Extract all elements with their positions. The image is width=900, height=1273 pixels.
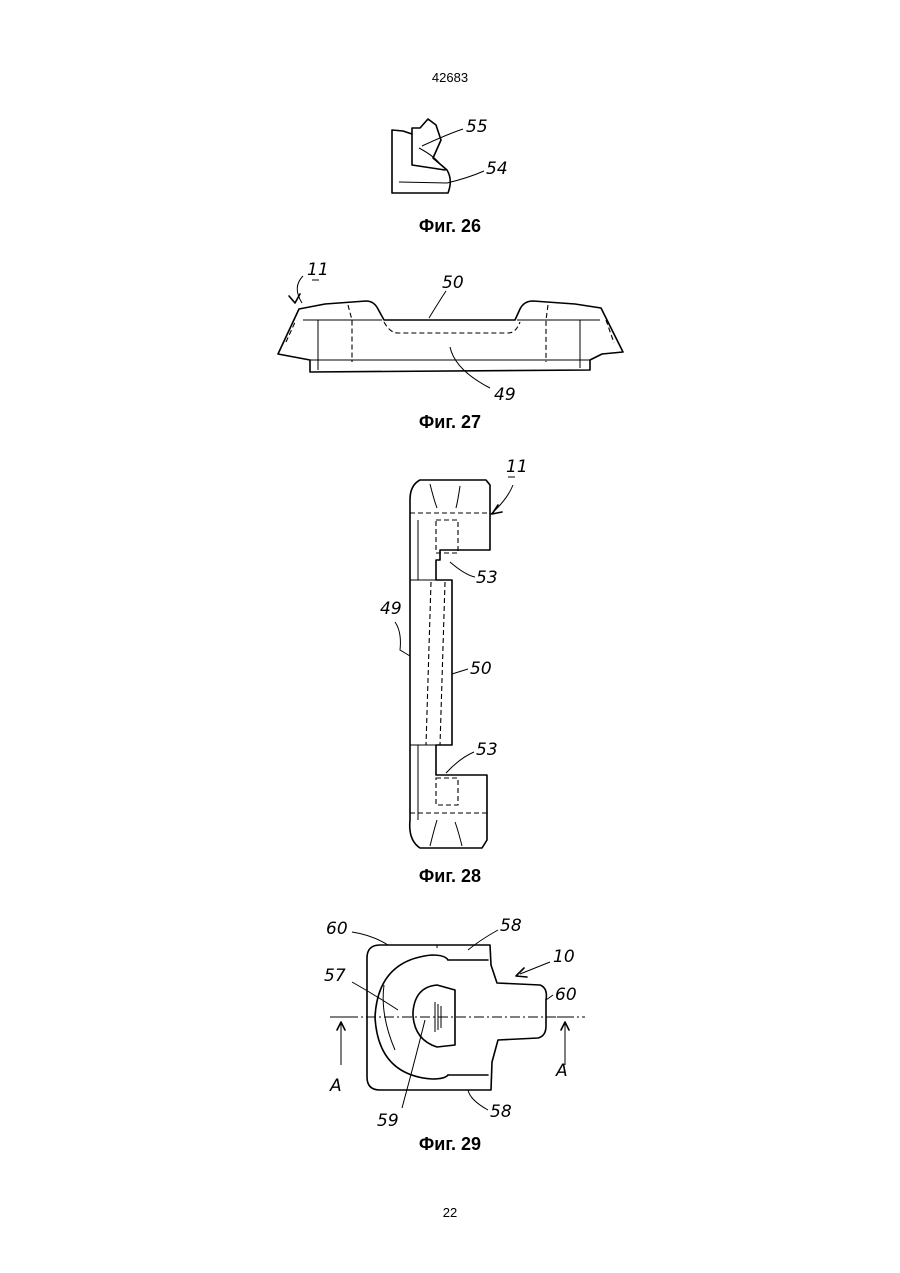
figure-29-ref-a-left: A [329,1076,342,1096]
figure-28-ref-49: 49 [380,599,402,619]
figure-28-caption: Фиг. 28 [0,866,900,887]
figure-27-drawing: 50 49 11 [278,260,623,405]
figure-27-ref-50: 50 [442,273,464,293]
figure-27-ref-11: 11 [307,260,329,280]
figure-28-ref-50: 50 [470,659,492,679]
figure-29-drawing: 60 58 10 57 60 A A 59 58 [324,916,585,1131]
figure-29-ref-10: 10 [553,947,575,967]
figure-27-ref-49: 49 [494,385,516,405]
figure-29-ref-a-right: A [555,1061,568,1081]
figure-26-caption: Фиг. 26 [0,216,900,237]
figure-28-ref-11: 11 [506,457,528,477]
figure-29-ref-57: 57 [324,966,346,986]
figure-28-ref-53-bottom: 53 [476,740,498,760]
figure-29-caption: Фиг. 29 [0,1134,900,1155]
figure-29-ref-59: 59 [377,1111,399,1131]
figure-26-drawing: 55 54 [392,117,508,193]
figure-29-ref-58-top: 58 [500,916,522,936]
figure-26-ref-55: 55 [466,117,488,137]
figure-26-ref-54: 54 [486,159,508,179]
figure-29-ref-58-bottom: 58 [490,1102,512,1122]
figure-29-ref-60-right: 60 [555,985,577,1005]
page-number-footer: 22 [0,1205,900,1220]
figure-27-caption: Фиг. 27 [0,412,900,433]
figure-28-drawing: 11 53 49 50 53 [380,457,528,848]
figure-28-ref-53-top: 53 [476,568,498,588]
figure-29-ref-60-top: 60 [326,919,348,939]
